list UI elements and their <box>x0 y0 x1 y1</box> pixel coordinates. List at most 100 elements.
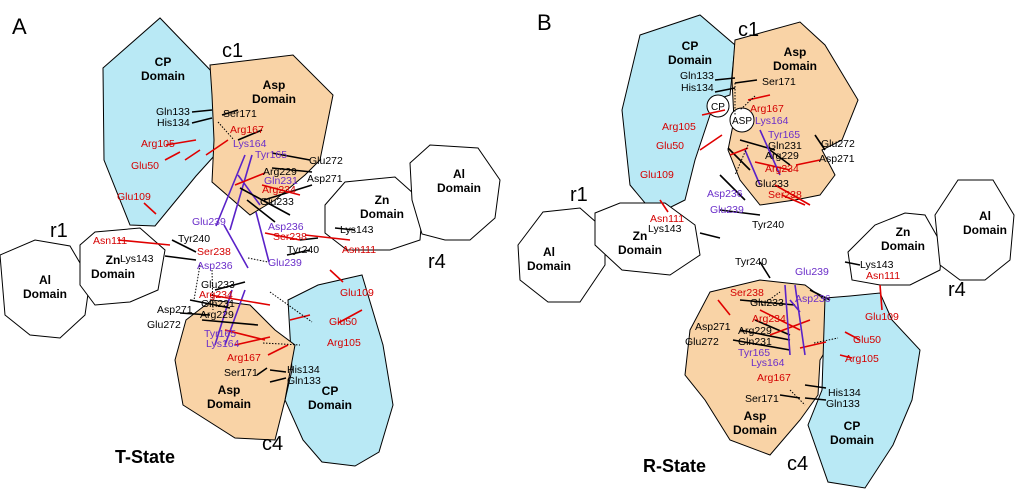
cp-marker-label: CP <box>711 102 725 113</box>
res-glu239-top: Glu239 <box>710 204 744 216</box>
al-domain-right <box>934 179 1015 281</box>
res-lys164-bottom: Lys164 <box>206 338 240 350</box>
chain-r1-label: r1 <box>570 184 588 206</box>
al-domain-right <box>409 144 501 241</box>
res-arg229-top: Arg229 <box>263 166 297 178</box>
res-arg229-bottom: Arg229 <box>200 309 234 321</box>
res-ser171-top: Ser171 <box>762 76 796 88</box>
res-lys143-top: Lys143 <box>340 224 374 236</box>
res-tyr240-top: Tyr240 <box>752 219 784 231</box>
cp-domain-top <box>621 14 736 216</box>
res-gln133-bottom: Gln133 <box>287 375 321 387</box>
res-glu272-top: Glu272 <box>309 155 343 167</box>
chain-r4-label: r4 <box>948 279 966 301</box>
res-ser171-bottom: Ser171 <box>224 367 258 379</box>
zn-domain-left <box>79 227 166 306</box>
res-gln133-bottom: Gln133 <box>826 398 860 410</box>
res-arg167-bottom: Arg167 <box>757 372 791 384</box>
res-asn111-top: Asn111 <box>650 213 684 225</box>
asp-domain-top <box>209 54 334 216</box>
res-ser238-top: Ser238 <box>768 189 802 201</box>
side-chain-sticks-a <box>117 109 363 383</box>
res-ser171-bottom: Ser171 <box>745 393 779 405</box>
res-arg105-bottom: Arg105 <box>845 353 879 365</box>
res-glu272-top: Glu272 <box>821 138 855 150</box>
res-asn111-bottom: Asn111 <box>93 235 127 247</box>
al-domain-left <box>0 239 91 339</box>
res-tyr165-top: Tyr165 <box>768 129 800 141</box>
res-asp271-top: Asp271 <box>819 153 855 165</box>
res-asp236-top: Asp236 <box>268 221 304 233</box>
panel-a-letter: A <box>12 14 27 39</box>
chain-c4-label: c4 <box>262 433 283 455</box>
res-glu50-top: Glu50 <box>656 140 684 152</box>
res-glu239-bottom: Glu239 <box>268 257 302 269</box>
res-arg234-bottom: Arg234 <box>752 313 786 325</box>
panel-b-letter: B <box>537 10 552 35</box>
res-gln231-top: Gln231 <box>264 175 298 187</box>
res-glu109-top: Glu109 <box>640 169 674 181</box>
res-asn111-top: Asn111 <box>342 244 376 256</box>
res-lys143-bottom: Lys143 <box>120 253 154 265</box>
asp-domain-bottom <box>174 299 296 441</box>
res-arg229-top: Arg229 <box>765 150 799 162</box>
res-asn111-bottom: Asn111 <box>866 270 900 282</box>
res-ser238-bottom: Ser238 <box>197 246 231 258</box>
res-his134-bottom: His134 <box>828 387 861 399</box>
res-arg229-bottom: Arg229 <box>738 325 772 337</box>
res-glu50-bottom: Glu50 <box>853 334 881 346</box>
res-lys164-top: Lys164 <box>233 138 267 150</box>
res-glu109-bottom: Glu109 <box>865 311 899 323</box>
res-tyr165-top: Tyr165 <box>255 149 287 161</box>
res-lys164-top: Lys164 <box>755 115 789 127</box>
chain-r4-label: r4 <box>428 251 446 273</box>
res-glu109-top: Glu109 <box>117 191 151 203</box>
res-tyr165-bottom: Tyr165 <box>204 328 236 340</box>
res-arg234-top: Arg234 <box>765 163 799 175</box>
res-gln133-top: Gln133 <box>156 106 190 118</box>
res-asp271-bottom: Asp271 <box>157 304 193 316</box>
res-glu233-bottom: Glu233 <box>750 297 784 309</box>
res-arg167-top: Arg167 <box>230 124 264 136</box>
res-arg105-top: Arg105 <box>662 121 696 133</box>
res-lys164-bottom: Lys164 <box>751 357 785 369</box>
al-domain-left <box>517 207 606 303</box>
res-tyr240-bottom: Tyr240 <box>178 233 210 245</box>
res-glu233-bottom: Glu233 <box>201 279 235 291</box>
res-tyr165-bottom: Tyr165 <box>738 347 770 359</box>
zn-domain-left <box>594 202 701 276</box>
res-arg105-top: Arg105 <box>141 138 175 150</box>
res-arg234-bottom: Arg234 <box>199 289 233 301</box>
res-ser171-top: Ser171 <box>223 108 257 120</box>
asp-domain-top <box>727 21 859 206</box>
side-chain-sticks-b <box>659 77 883 406</box>
res-lys143-bottom: Lys143 <box>860 259 894 271</box>
res-lys143-top: Lys143 <box>648 223 682 235</box>
res-glu233-top: Glu233 <box>260 196 294 208</box>
res-gln133-top: Gln133 <box>680 70 714 82</box>
res-asp271-top: Asp271 <box>307 173 343 185</box>
res-arg167-bottom: Arg167 <box>227 352 261 364</box>
res-glu50-bottom: Glu50 <box>329 316 357 328</box>
cp-domain-bottom <box>807 292 921 489</box>
res-tyr240-top: Tyr240 <box>287 244 319 256</box>
res-glu109-bottom: Glu109 <box>340 287 374 299</box>
asp-marker-icon <box>729 107 755 133</box>
res-arg167-top: Arg167 <box>750 103 784 115</box>
